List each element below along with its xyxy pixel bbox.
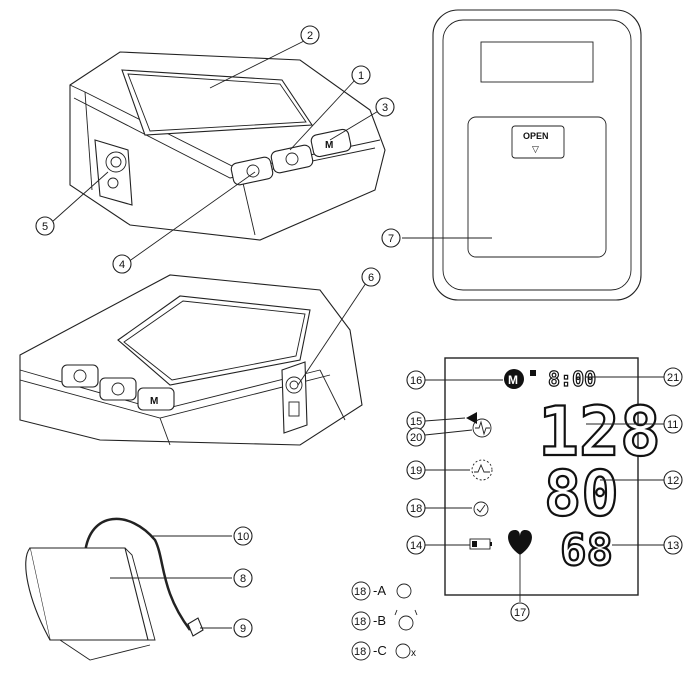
battery-door-latch[interactable] bbox=[511, 125, 565, 159]
callout-17: 17 bbox=[510, 602, 530, 622]
svg-text:18: 18 bbox=[354, 646, 366, 658]
svg-text:10: 10 bbox=[237, 531, 249, 543]
callout-3: 3 bbox=[375, 97, 395, 117]
callout-13: 13 bbox=[663, 535, 683, 555]
cuff-ok-icon bbox=[396, 583, 412, 599]
legend-item-18a: 18 -A bbox=[351, 581, 412, 601]
monitor-back-view: OPEN ▽ bbox=[432, 9, 642, 301]
cuff-plug bbox=[187, 617, 204, 637]
svg-text:9: 9 bbox=[240, 623, 246, 635]
callout-4: 4 bbox=[112, 254, 132, 274]
clock-button[interactable] bbox=[230, 156, 274, 186]
legend-item-18b: 18 -B bbox=[351, 609, 418, 631]
callout-16: 16 bbox=[406, 370, 426, 390]
callouts: 1 2 3 4 5 6 7 8 9 10 11 12 13 14 15 16 1… bbox=[35, 25, 683, 638]
open-label: OPEN bbox=[523, 131, 549, 141]
power-icon-2 bbox=[111, 382, 125, 396]
top-screen bbox=[121, 69, 313, 136]
memory-icon-label: M bbox=[508, 373, 518, 387]
callout-11: 11 bbox=[663, 414, 683, 434]
svg-text:20: 20 bbox=[410, 432, 422, 444]
power-icon bbox=[285, 152, 299, 166]
svg-text:15: 15 bbox=[410, 416, 422, 428]
svg-text:17: 17 bbox=[514, 607, 526, 619]
svg-text:13: 13 bbox=[667, 540, 679, 552]
systolic-value: 128 bbox=[538, 393, 661, 472]
callout-2: 2 bbox=[300, 25, 320, 45]
callout-14: 14 bbox=[406, 535, 426, 555]
svg-text:18: 18 bbox=[410, 503, 422, 515]
svg-text:21: 21 bbox=[667, 372, 679, 384]
svg-text:-B: -B bbox=[373, 613, 386, 628]
svg-text:6: 6 bbox=[368, 272, 374, 284]
arrow-indicator-icon bbox=[466, 412, 477, 424]
cuff-status-legend: 18 -A 18 -B 18 -C x bbox=[351, 581, 418, 661]
front-memory-label: M bbox=[150, 396, 158, 407]
cuff-drawing bbox=[25, 517, 204, 661]
front-buttons: M bbox=[61, 364, 175, 411]
front-clock-button[interactable] bbox=[61, 364, 99, 388]
legend-item-18c: 18 -C x bbox=[351, 641, 416, 661]
callout-18: 18 bbox=[406, 498, 426, 518]
front-memory-button[interactable] bbox=[137, 387, 175, 411]
irregular-heartbeat-icon bbox=[472, 418, 492, 438]
open-arrow-icon: ▽ bbox=[532, 144, 539, 154]
callout-20: 20 bbox=[406, 427, 426, 447]
callout-21: 21 bbox=[663, 367, 683, 387]
svg-text:8: 8 bbox=[240, 573, 246, 585]
time-display: 8:00 bbox=[548, 367, 596, 391]
callout-19: 19 bbox=[406, 460, 426, 480]
svg-text:-A: -A bbox=[373, 583, 386, 598]
cuff-loose-icon bbox=[398, 615, 414, 631]
cuff-check-icon bbox=[473, 501, 489, 517]
clock-icon-2 bbox=[73, 369, 87, 383]
svg-text:18: 18 bbox=[354, 616, 366, 628]
svg-text:11: 11 bbox=[667, 419, 678, 431]
leader-lines bbox=[51, 39, 664, 629]
memory-button-label: M bbox=[325, 140, 333, 151]
svg-text:1: 1 bbox=[358, 70, 364, 82]
side-port-top bbox=[94, 139, 133, 206]
svg-text:-C: -C bbox=[373, 643, 387, 658]
callout-15: 15 bbox=[406, 411, 426, 431]
monitor-front-view: M bbox=[19, 274, 363, 446]
callout-8: 8 bbox=[233, 568, 253, 588]
memory-icon bbox=[504, 369, 524, 389]
svg-text:3: 3 bbox=[382, 102, 388, 114]
cuff-error-icon bbox=[395, 643, 411, 659]
callout-10: 10 bbox=[233, 526, 253, 546]
power-button[interactable] bbox=[270, 144, 314, 174]
pulse-wave-icon bbox=[471, 459, 493, 481]
svg-text:12: 12 bbox=[667, 475, 679, 487]
svg-text:x: x bbox=[411, 648, 416, 659]
svg-text:19: 19 bbox=[410, 465, 422, 477]
lcd-display: M 8:00 128 80 68 bbox=[444, 357, 662, 596]
callout-1: 1 bbox=[351, 65, 371, 85]
svg-text:5: 5 bbox=[42, 221, 48, 233]
diastolic-value: 80 bbox=[544, 457, 619, 530]
battery-small-icon bbox=[530, 370, 536, 376]
svg-text:4: 4 bbox=[119, 259, 125, 271]
svg-text:16: 16 bbox=[410, 375, 422, 387]
svg-text:14: 14 bbox=[410, 540, 422, 552]
svg-text:2: 2 bbox=[307, 30, 313, 42]
pulse-value: 68 bbox=[560, 525, 613, 576]
callout-7: 7 bbox=[381, 228, 401, 248]
svg-text:7: 7 bbox=[388, 233, 394, 245]
top-buttons: M bbox=[230, 128, 352, 186]
heart-icon bbox=[508, 530, 532, 555]
clock-icon bbox=[246, 164, 260, 178]
svg-text:18: 18 bbox=[354, 586, 366, 598]
callout-5: 5 bbox=[35, 216, 55, 236]
front-power-button[interactable] bbox=[99, 377, 137, 401]
monitor-top-view: M bbox=[69, 51, 386, 241]
callout-6: 6 bbox=[361, 267, 381, 287]
callout-9: 9 bbox=[233, 618, 253, 638]
callout-12: 12 bbox=[663, 470, 683, 490]
side-port-front bbox=[281, 361, 308, 434]
memory-button[interactable] bbox=[310, 128, 352, 158]
